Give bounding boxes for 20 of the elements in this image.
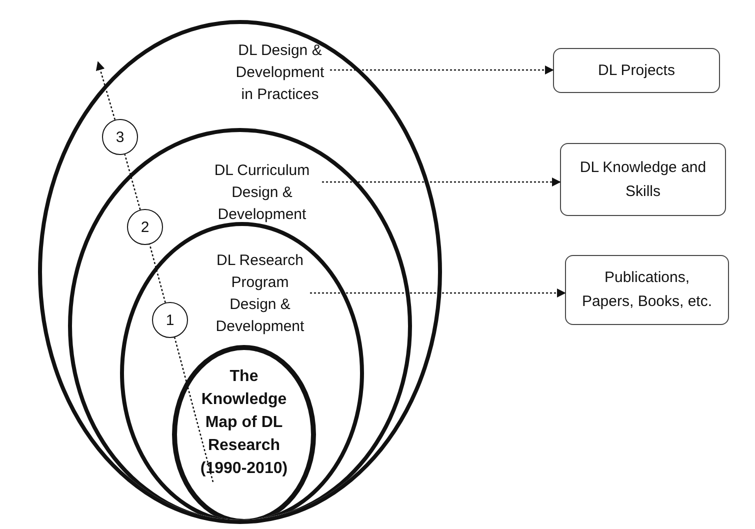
- dotted-arrow: [310, 288, 566, 298]
- nested-circle: [38, 20, 442, 524]
- dotted-arrow: [322, 177, 561, 187]
- outcome-box: Publications, Papers, Books, etc.: [565, 255, 729, 325]
- dotted-line: [124, 154, 141, 210]
- circle-label: DL Research Program Design & Development: [214, 251, 306, 337]
- nested-circle: [68, 128, 412, 520]
- outcome-box: DL Projects: [553, 48, 720, 93]
- dotted-arrow: [96, 61, 116, 120]
- step-number: 2: [127, 209, 163, 245]
- dotted-line: [149, 244, 166, 303]
- nested-circle: [172, 345, 316, 520]
- circle-label: DL Design & Development in Practices: [234, 41, 326, 105]
- outcome-box: DL Knowledge and Skills: [560, 143, 726, 216]
- step-number: 1: [152, 302, 188, 338]
- circle-label: DL Curriculum Design & Development: [213, 161, 311, 225]
- step-number: 3: [102, 119, 138, 155]
- dotted-line: [174, 337, 214, 482]
- circle-label: The Knowledge Map of DL Research (1990-2010): [199, 367, 289, 479]
- dotted-arrow: [330, 65, 554, 75]
